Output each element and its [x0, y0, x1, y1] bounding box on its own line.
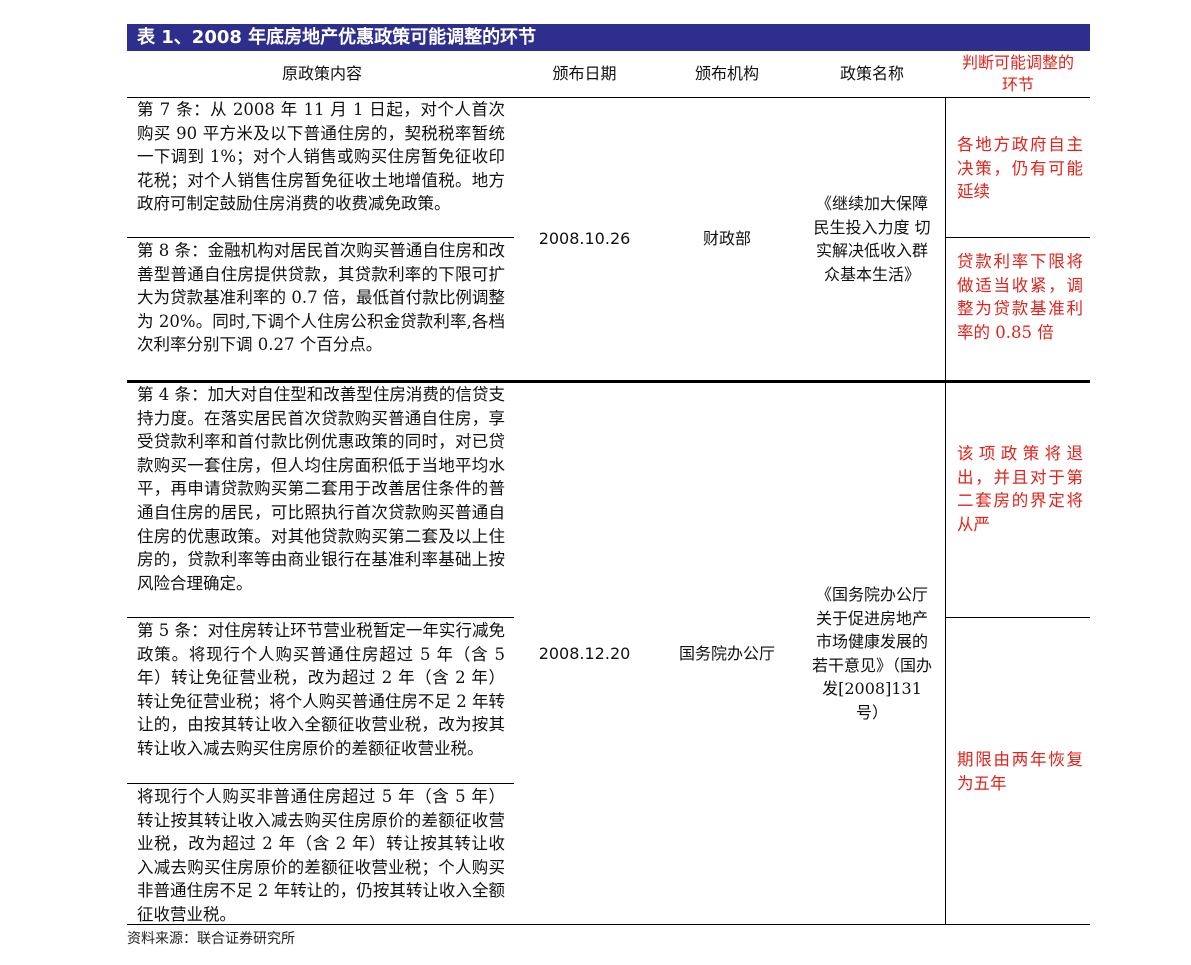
policy-name: 《国务院办公厅关于促进房地产市场健康发展的若干意见》（国办发[2008]131 …	[811, 585, 932, 722]
header-divider	[127, 97, 1090, 98]
issuing-agency: 国务院办公厅	[678, 643, 775, 663]
adjustment-note: 期限由两年恢复为五年	[957, 750, 1083, 793]
header-content: 原政策内容	[281, 64, 362, 83]
source-note: 资料来源：联合证券研究所	[127, 931, 295, 947]
policy-name: 《继续加大保障民生投入力度 切实解决低收入群众基本生活》	[813, 194, 931, 284]
table-bottom-border	[127, 924, 1090, 925]
row-divider	[945, 617, 1090, 618]
column-divider	[945, 97, 946, 924]
header-agency: 颁布机构	[694, 64, 759, 83]
row-divider	[127, 617, 514, 618]
group-divider	[127, 380, 1090, 383]
policy-content-cell: 第 8 条：金融机构对居民首次购买普通自住房和改善型普通自住房提供贷款，其贷款利…	[137, 241, 505, 355]
policy-content-cell: 第 5 条：对住房转让环节营业税暂定一年实行减免政策。将现行个人购买普通住房超过…	[137, 621, 505, 758]
policy-content-cell: 第 7 条：从 2008 年 11 月 1 日起，对个人首次购买 90 平方米及…	[137, 100, 505, 214]
policy-content-cell: 第 4 条：加大对自住型和改善型住房消费的信贷支持力度。在落实居民首次贷款购买普…	[137, 385, 505, 593]
adjustment-note: 该项政策将退出，并且对于第二套房的界定将从严	[957, 444, 1083, 534]
header-adjust: 判断可能调整的环节	[961, 53, 1074, 94]
row-divider	[127, 237, 514, 238]
adjustment-note: 各地方政府自主决策，仍有可能延续	[957, 135, 1083, 202]
header-date: 颁布日期	[552, 64, 617, 83]
issue-date: 2008.10.26	[538, 229, 631, 249]
row-divider	[945, 237, 1090, 238]
adjustment-note: 贷款利率下限将做适当收紧，调整为贷款基准利率的 0.85 倍	[957, 252, 1083, 342]
issue-date: 2008.12.20	[538, 643, 631, 663]
issuing-agency: 财政部	[702, 229, 751, 249]
row-divider	[127, 783, 514, 784]
policy-content-cell: 将现行个人购买非普通住房超过 5 年（含 5 年）转让按其转让收入减去购买住房原…	[137, 787, 505, 924]
header-policy: 政策名称	[839, 64, 904, 83]
table-title: 表 1、2008 年底房地产优惠政策可能调整的环节	[127, 24, 1090, 51]
